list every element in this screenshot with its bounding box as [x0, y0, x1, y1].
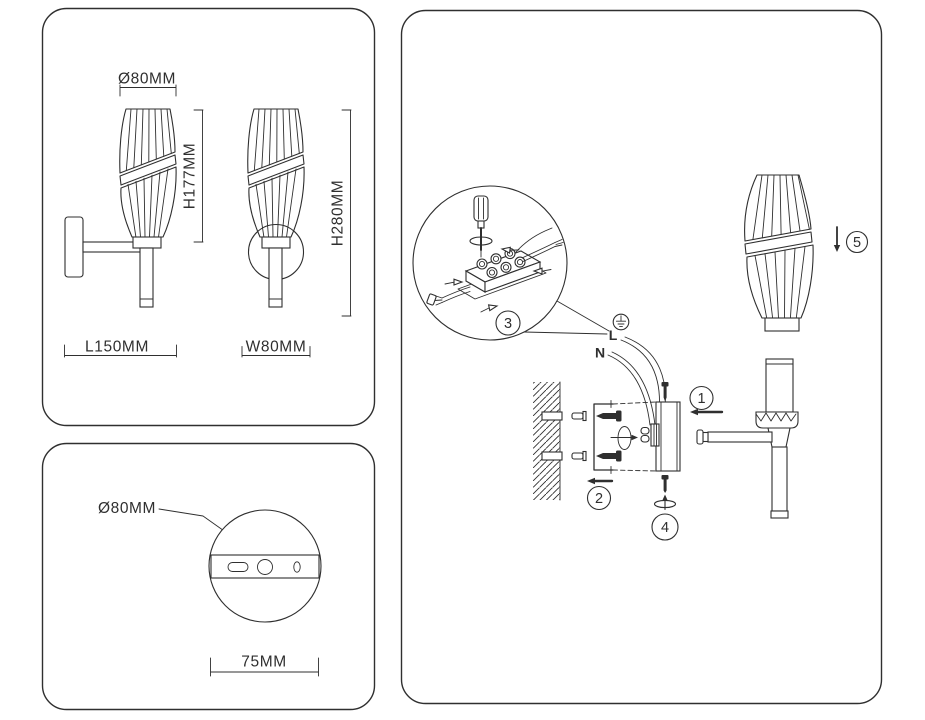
step-1-label: 1 — [697, 391, 705, 407]
lamp-collar — [755, 411, 799, 429]
insert-arrows — [444, 246, 552, 313]
wire-left — [426, 286, 471, 306]
lamp-socket — [765, 358, 794, 413]
projection-line — [612, 401, 657, 472]
mounting-screw — [596, 450, 622, 462]
center-hole — [257, 559, 273, 575]
step-5-badge: 5 — [845, 230, 869, 254]
ground-icon — [612, 313, 630, 331]
stem — [139, 247, 154, 308]
dim-width-label: W80MM — [246, 339, 307, 356]
leader-line — [158, 508, 228, 534]
step-4-label: 4 — [661, 520, 669, 536]
dim-shade-height-label: H177MM — [182, 143, 199, 209]
shade — [744, 174, 814, 332]
leader-line — [523, 300, 610, 335]
dim-arm-length: L150MM — [64, 339, 177, 358]
lamp-body — [696, 358, 799, 519]
step-3-label: 3 — [504, 316, 512, 332]
dim-arm-length-label: L150MM — [85, 339, 149, 356]
lamp-arm — [696, 429, 773, 445]
panel-installation: 3 L N — [400, 9, 883, 705]
dim-plate-diameter-label: Ø80MM — [98, 500, 156, 517]
wall-hatch — [533, 381, 563, 501]
step-3-badge: 3 — [495, 310, 521, 336]
washer-icon — [469, 236, 493, 246]
step-2-badge: 2 — [586, 485, 612, 511]
wire-nut — [640, 434, 650, 443]
stem — [268, 247, 283, 308]
step-5-label: 5 — [853, 235, 861, 251]
step-1-arrow — [690, 408, 724, 416]
dim-shade-diameter: Ø80MM — [118, 71, 177, 97]
panel-side-views: Ø80MM H177MM — [41, 7, 376, 427]
terminal-screws — [476, 248, 526, 279]
wire-neutral-label: N — [595, 345, 605, 361]
dim-total-height-label: H280MM — [330, 180, 347, 246]
dim-total-height: H280MM — [330, 109, 352, 317]
wall-anchor — [571, 410, 587, 422]
panel-border — [41, 7, 376, 427]
rotate-arrow — [610, 426, 638, 450]
shade-neck — [764, 317, 800, 332]
step-1-badge: 1 — [689, 385, 714, 411]
dim-shade-diameter-label: Ø80MM — [118, 71, 176, 88]
screw-bottom — [661, 475, 669, 493]
screwdriver-icon — [473, 195, 489, 258]
sconce-side-view — [64, 108, 177, 308]
sconce-front-view — [247, 108, 305, 308]
dim-hole-spacing: 75MM — [210, 654, 319, 677]
screw-top — [661, 382, 669, 402]
screw-hole — [293, 561, 301, 573]
step-4-badge: 4 — [651, 513, 679, 541]
arm — [82, 241, 142, 253]
keyhole-slot — [227, 562, 249, 572]
dim-width: W80MM — [241, 339, 311, 358]
mounting-bracket — [593, 400, 614, 474]
panel-border — [400, 9, 883, 705]
panel-border — [41, 442, 376, 711]
wire-neutral — [607, 351, 656, 426]
wire-nut — [640, 426, 650, 435]
socket-cup — [261, 236, 291, 249]
terminal-detail-bubble: 3 — [412, 185, 568, 341]
dim-shade-height: H177MM — [182, 109, 204, 243]
step-2-arrow — [587, 477, 614, 485]
washer — [653, 494, 677, 511]
cable-clamp — [650, 423, 660, 447]
step-2-label: 2 — [595, 491, 603, 507]
backplate — [640, 401, 681, 472]
wall-anchor — [571, 450, 587, 462]
wall-plate — [64, 216, 84, 278]
panel-backplate-detail: Ø80MM 75MM — [41, 442, 376, 711]
step-5-arrow — [833, 226, 841, 252]
wire-live-label: L — [609, 327, 618, 343]
dim-hole-spacing-label: 75MM — [241, 654, 286, 671]
wall-slot — [541, 411, 563, 421]
mounting-screw — [596, 410, 622, 422]
socket-cup — [132, 236, 162, 249]
wall-slot — [541, 451, 563, 461]
lamp-stem — [770, 446, 789, 519]
mounting-bar — [210, 554, 320, 579]
backplate-drawing — [208, 509, 322, 623]
wire-right — [515, 227, 564, 262]
